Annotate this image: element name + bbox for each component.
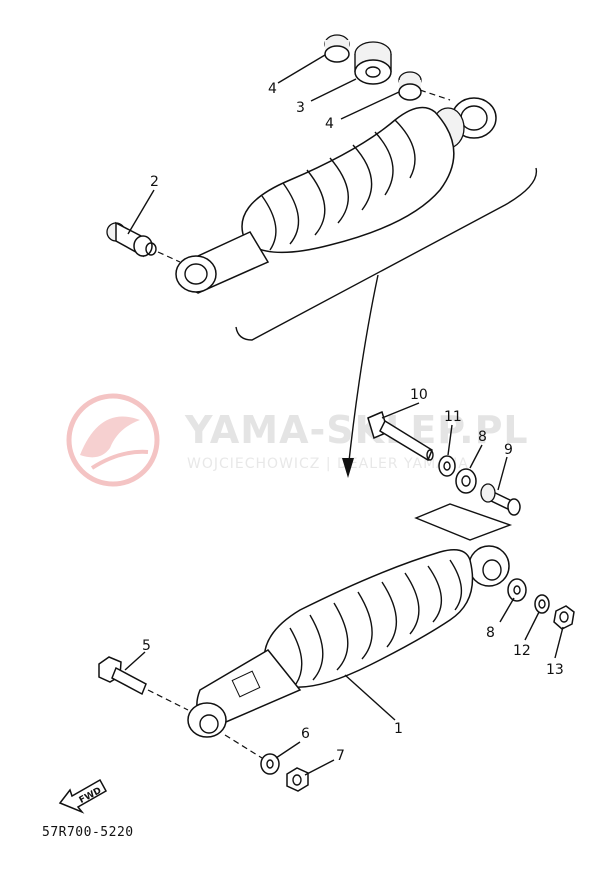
callout-7: 7 xyxy=(336,748,345,764)
washer-part-8-side xyxy=(507,578,527,602)
collar-part-9 xyxy=(480,483,521,516)
bolt-part-10 xyxy=(367,410,434,462)
callout-10: 10 xyxy=(410,387,428,403)
washer-part-8-top xyxy=(455,468,477,494)
nut-part-7 xyxy=(286,767,309,792)
callout-5: 5 xyxy=(142,638,151,654)
collar-part-3 xyxy=(354,41,392,85)
assembly-bracket xyxy=(235,167,538,341)
watermark-tagline: WOJCIECHOWICZ | DEALER YAMAHA xyxy=(187,456,469,472)
callout-12: 12 xyxy=(513,643,531,659)
callout-6: 6 xyxy=(301,726,310,742)
coil-spring xyxy=(263,549,474,689)
upper-shock-assembly xyxy=(106,34,538,478)
bushing-part-4-lower xyxy=(398,71,422,101)
damper-bellows xyxy=(241,106,455,254)
washer-part-12 xyxy=(534,594,550,614)
callout-1: 1 xyxy=(394,721,403,737)
shock-top-eye xyxy=(468,545,510,587)
callout-8-side: 8 xyxy=(486,625,495,641)
damper-body-upper xyxy=(175,231,270,294)
callout-4-lower: 4 xyxy=(325,116,334,132)
bushing-part-4-top xyxy=(324,34,350,63)
leader-lines xyxy=(124,54,564,776)
watermark-brand: YAMA-SKLEP.PL xyxy=(184,408,529,452)
collar-part-2 xyxy=(106,221,157,258)
callout-4-top: 4 xyxy=(268,81,277,97)
watermark: YAMA-SKLEP.PL WOJCIECHOWICZ | DEALER YAM… xyxy=(66,393,529,487)
callout-3: 3 xyxy=(296,100,305,116)
assembly-arrow xyxy=(347,274,379,471)
callout-2: 2 xyxy=(150,174,159,190)
callout-8-top: 8 xyxy=(478,429,487,445)
callout-13: 13 xyxy=(546,662,564,678)
nut-part-13 xyxy=(553,605,575,630)
figure-code: 57R700-5220 xyxy=(42,825,134,840)
callout-9: 9 xyxy=(504,442,513,458)
callout-labels: 4 3 4 2 10 11 8 9 5 8 12 13 1 6 7 xyxy=(142,81,564,764)
damper-body-lower xyxy=(187,649,302,738)
bolt-part-5 xyxy=(98,656,147,696)
watermark-logo xyxy=(66,393,160,487)
washer-part-11 xyxy=(438,455,456,477)
lower-shock-assembly xyxy=(98,410,575,792)
callout-11: 11 xyxy=(444,409,462,425)
assembly-arrow-head xyxy=(342,458,354,478)
forward-direction-arrow: FWD xyxy=(58,778,108,814)
fitment-indicator xyxy=(414,503,513,541)
washer-part-6 xyxy=(260,753,280,775)
